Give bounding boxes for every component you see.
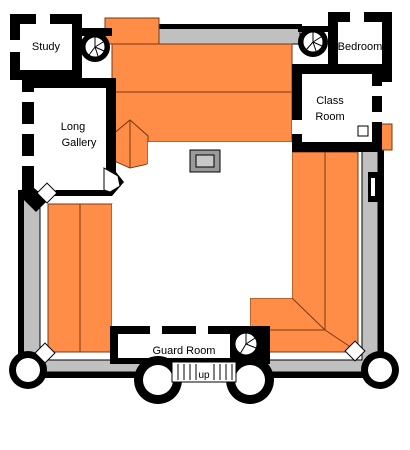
label-long-gallery-2: Gallery <box>62 137 97 149</box>
guard-room-block <box>110 326 274 404</box>
class-room-block <box>292 64 382 152</box>
study-floor <box>20 24 72 70</box>
se-tower-door <box>344 340 366 362</box>
wall-north-outer <box>110 24 302 29</box>
gate-tower-east-room <box>235 365 265 395</box>
wall-east-outer <box>378 148 384 374</box>
label-study: Study <box>32 41 61 53</box>
gallery-window-2 <box>22 124 34 134</box>
label-stair-up: up <box>198 370 210 381</box>
north-range-roof <box>111 43 293 143</box>
bedroom-stair-treads <box>305 32 323 52</box>
classroom-window-2 <box>372 112 382 122</box>
long-gallery-block <box>22 78 124 212</box>
well-inner <box>195 154 215 168</box>
classroom-door <box>292 120 302 134</box>
room-labels: Study Bedroom Class Room Long Gallery Gu… <box>32 41 382 381</box>
guardroom-window-2 <box>196 326 208 334</box>
corner-towers <box>9 340 399 389</box>
gallery-window-3 <box>22 156 34 166</box>
east-roof-ridges <box>250 152 359 353</box>
sw-tower-door <box>34 342 56 364</box>
roofs <box>47 17 393 353</box>
study-stair-treads <box>88 37 105 57</box>
bedroom-tower-link <box>298 26 330 32</box>
guardroom-window-1 <box>150 326 162 334</box>
label-guard-room: Guard Room <box>153 345 216 357</box>
study-window-n <box>36 14 50 24</box>
study-window-w <box>10 40 20 52</box>
east-wall-slit-inner <box>371 178 375 196</box>
gate-steps <box>177 364 233 380</box>
classroom-window-1 <box>372 86 382 96</box>
bedroom-window-n <box>350 12 364 22</box>
label-stair-down: dn <box>234 353 246 365</box>
classroom-fireplace <box>357 125 369 137</box>
gallery-stair <box>36 182 58 204</box>
sw-tower-room <box>16 358 40 382</box>
guardroom-floor <box>118 334 230 358</box>
north-roof-bay <box>104 17 160 45</box>
gallery-bay <box>103 167 121 193</box>
gallery-window-1 <box>22 92 34 102</box>
courtyard <box>112 142 292 326</box>
study-tower <box>10 14 112 80</box>
label-class-room-2: Room <box>315 111 344 123</box>
se-tower-room <box>368 358 392 382</box>
label-class-room-1: Class <box>316 95 344 107</box>
guardroom-stair-treads <box>239 333 257 355</box>
gate-tower-west-room <box>143 365 173 395</box>
label-long-gallery-1: Long <box>61 121 85 133</box>
bedroom-floor <box>338 22 382 72</box>
gallery-floor <box>34 88 112 198</box>
label-bedroom: Bedroom <box>338 41 383 53</box>
wall-west-outer <box>18 190 24 372</box>
study-tower-link <box>80 28 112 36</box>
